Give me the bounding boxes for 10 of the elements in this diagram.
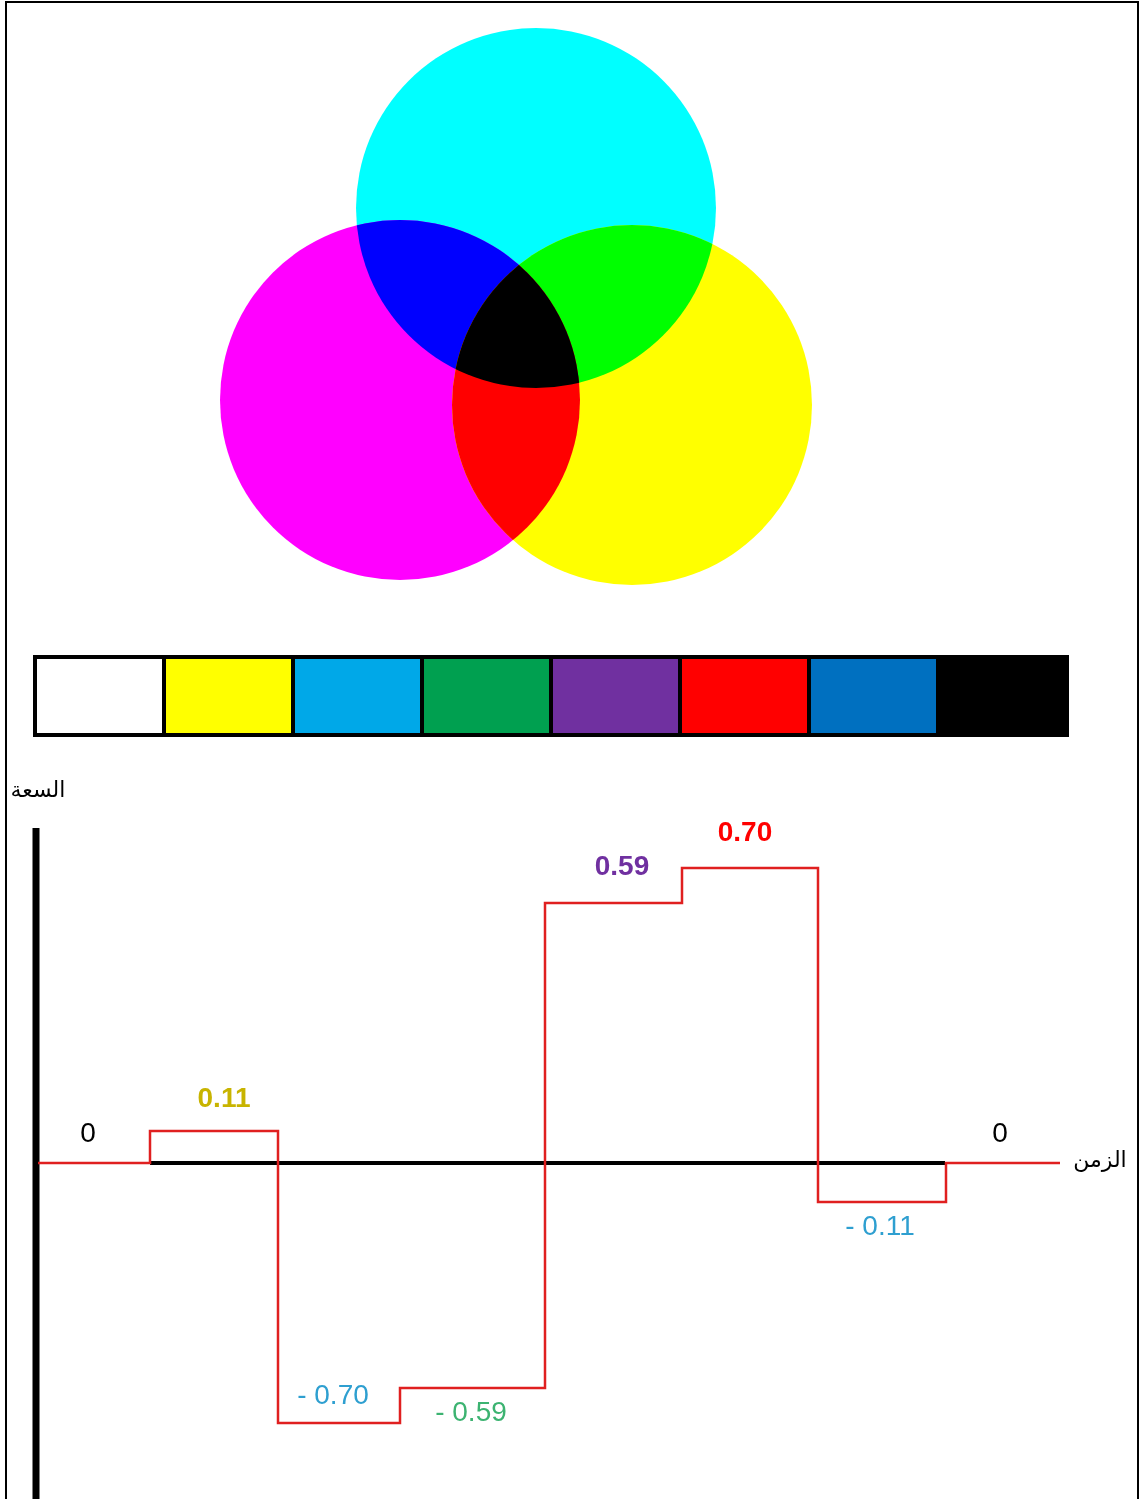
value-label: - 0.70 xyxy=(297,1381,369,1409)
value-label: 0.59 xyxy=(594,852,650,880)
value-label: - 0.11 xyxy=(845,1212,915,1240)
value-label: 0.11 xyxy=(197,1084,251,1112)
value-label: - 0.59 xyxy=(435,1398,507,1426)
value-label: 0 xyxy=(992,1119,1008,1147)
axis-label: السعة xyxy=(10,779,66,801)
value-label: 0.70 xyxy=(717,818,773,846)
value-label: 0 xyxy=(80,1119,96,1147)
axis-label: الزمن xyxy=(1073,1149,1127,1171)
